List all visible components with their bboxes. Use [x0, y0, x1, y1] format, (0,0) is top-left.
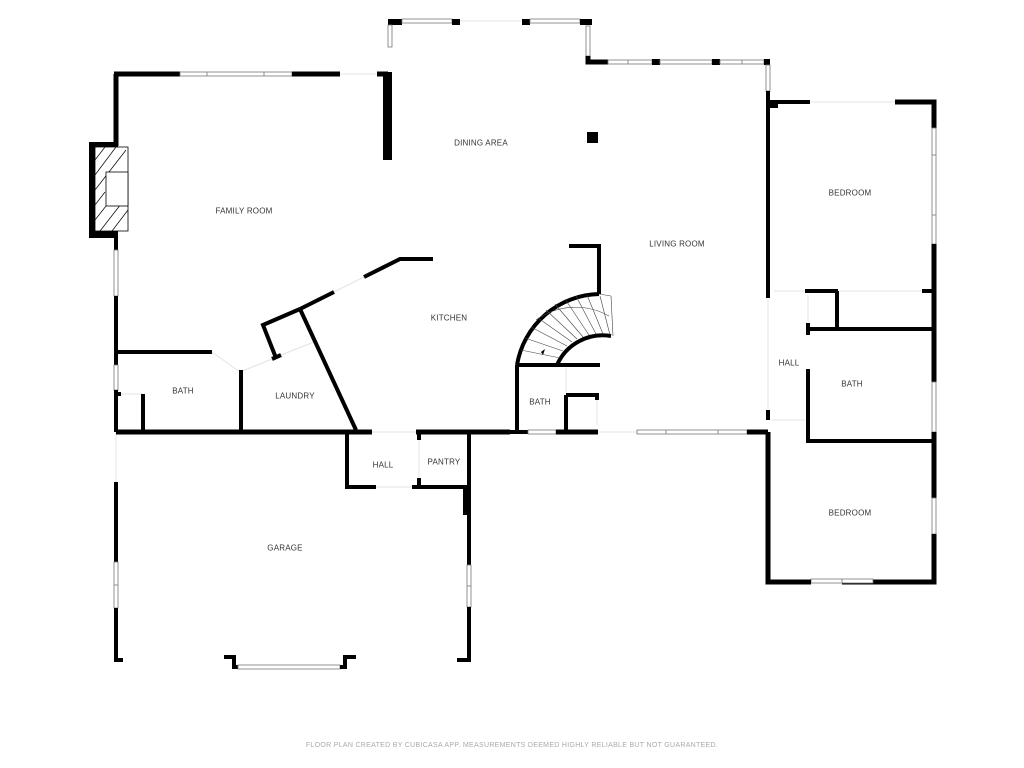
room-label-dining-area: DINING AREA: [454, 138, 508, 148]
room-label-living-room: LIVING ROOM: [649, 239, 705, 249]
stair-area-walls: [515, 244, 614, 432]
room-label-laundry: LAUNDRY: [275, 391, 315, 401]
room-label-bath-center: BATH: [529, 397, 551, 407]
room-label-pantry: PANTRY: [427, 457, 461, 467]
room-label-garage: GARAGE: [267, 543, 303, 553]
dining-area-walls: [387, 18, 778, 108]
family-room-walls: [89, 71, 392, 662]
column: [587, 132, 598, 143]
bedroom-wing-walls: [762, 99, 937, 585]
room-label-hall-center: HALL: [372, 460, 394, 470]
room-label-bath-left: BATH: [172, 386, 194, 396]
room-label-family-room: FAMILY ROOM: [215, 206, 273, 216]
garage-walls: [224, 432, 472, 670]
room-label-hall-right: HALL: [778, 358, 800, 368]
footer-disclaimer: FLOOR PLAN CREATED BY CUBICASA APP. MEAS…: [305, 742, 719, 749]
room-label-kitchen: KITCHEN: [430, 313, 468, 323]
room-label-bath-right: BATH: [841, 379, 863, 389]
room-label-bedroom-2: BEDROOM: [828, 508, 872, 518]
kitchen-laundry-walls: [116, 257, 768, 435]
room-label-bedroom-1: BEDROOM: [828, 188, 872, 198]
